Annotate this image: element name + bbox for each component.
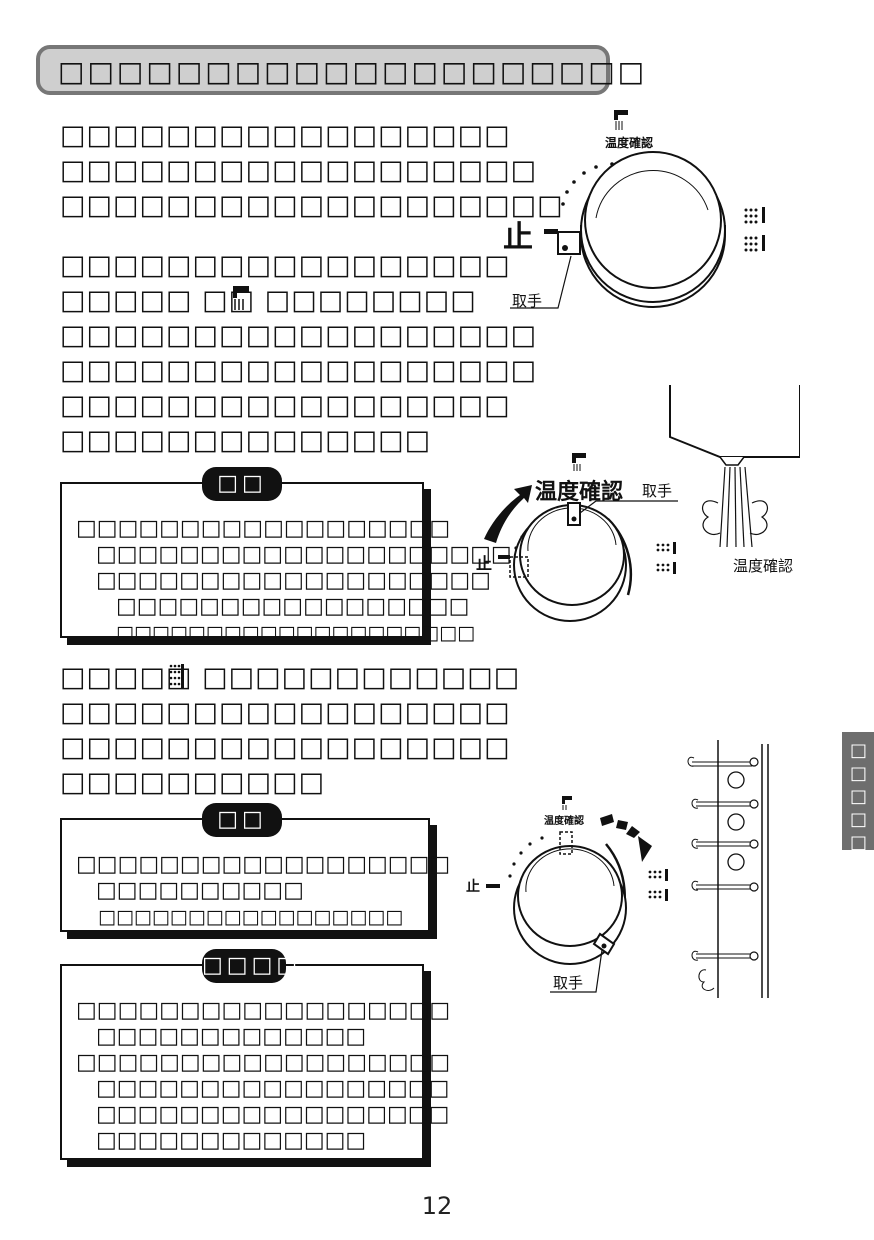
figure-3-dial-pipes xyxy=(486,740,769,998)
fig1-temp-check-label: 温度確認 xyxy=(605,136,654,150)
note-body: □□□□□□□□□□□□□□□□□□ □□□□□□□□□□□□□ □□□□□□□… xyxy=(76,998,450,1154)
paragraph-line: □□□□□ □□ □□□□□□□□ xyxy=(60,285,477,316)
note-line: □□□□□□□□□□□□□□□□□ xyxy=(98,906,404,928)
paragraph-line: □□□□□ □□□□□□□□□□□□ xyxy=(60,662,521,693)
note-line: □□□□□□□□□□□□□□□□□□□□ xyxy=(96,542,512,567)
note-line: □□□□□□□□□□□□□□□□□ xyxy=(116,594,470,619)
note-body: □□□□□□□□□□□□□□□□□□ □□□□□□□□□□ □□□□□□□□□□… xyxy=(76,852,450,930)
section-title: □□□□□□□□□□□□□□□□□□□□ xyxy=(58,55,648,88)
spray-icon xyxy=(648,869,668,901)
note-label: □□ xyxy=(202,803,282,837)
note-line: □□□□□□□□□□□□□□□□□□ xyxy=(76,852,451,877)
note-line: □□□□□□□□□□□□□□□□□□□□ xyxy=(116,622,476,644)
shower-icon xyxy=(614,110,628,130)
paragraph-line: □□□□□□□□□□□□□□□□□□ xyxy=(60,355,538,386)
paragraph-line: □□□□□□□□□□ xyxy=(60,767,326,798)
note-line: □□□□□□□□□□□□□□□□□□ xyxy=(76,516,451,541)
paragraph-line: □□□□□□□□□□□□□□ xyxy=(60,425,432,456)
shower-icon xyxy=(233,286,249,310)
paragraph-line: □□□□□□□□□□□□□□□□□ xyxy=(60,120,511,151)
spray-icon xyxy=(656,542,676,574)
fig1-handle-label: 取手 xyxy=(512,292,543,310)
note-label: □□□□ xyxy=(202,949,297,983)
side-tab-label: □□□□□□ xyxy=(848,740,869,878)
fig2-handle-label: 取手 xyxy=(642,482,673,500)
note-line: □□□□□□□□□□□□□□□□□□ xyxy=(76,998,451,1023)
paragraph-line: □□□□□□□□□□□□□□□□□□ xyxy=(60,155,538,186)
paragraph-line: □□□□□□□□□□□□□□□□□ xyxy=(60,697,511,728)
note-box-2: □□ □□□□□□□□□□□□□□□□□□ □□□□□□□□□□ □□□□□□□… xyxy=(60,803,450,932)
note-line: □□□□□□□□□□□□□□□□□ xyxy=(96,1076,450,1101)
shower-icon xyxy=(562,796,572,810)
note-body: □□□□□□□□□□□□□□□□□□ □□□□□□□□□□□□□□□□□□□□ … xyxy=(76,516,512,646)
fig2-caption: 温度確認 xyxy=(733,557,794,575)
paragraph-line: □□□□□□□□□□□□□□□□□ xyxy=(60,732,511,763)
note-box-1: □□ □□□□□□□□□□□□□□□□□□ □□□□□□□□□□□□□□□□□□… xyxy=(60,467,512,644)
note-line: □□□□□□□□□□□□□□□□□□□ xyxy=(96,568,491,593)
paragraph-line: □□□□□□□□□□□□□□□□□ xyxy=(60,390,511,421)
paragraph-2: □□□□□□□□□□□□□□□□□ □□□□□ □□ □□□□□□□□ □□□□… xyxy=(60,248,537,458)
paragraph-line: □□□□□□□□□□□□□□□□□ xyxy=(60,250,511,281)
fig3-stop-label: 止 xyxy=(466,879,480,895)
fig3-handle-label: 取手 xyxy=(553,974,584,992)
fig2-temp-check-label: 温度確認 xyxy=(535,480,624,505)
figure-2-dial-heater xyxy=(484,385,800,622)
spray-icon xyxy=(744,207,765,252)
note-box-3: □□□□ □□□□□□□□□□□□□□□□□□ □□□□□□□□□□□□□ □□… xyxy=(60,949,450,1160)
paragraph-1: □□□□□□□□□□□□□□□□□ □□□□□□□□□□□□□□□□□□ □□□… xyxy=(60,118,564,223)
section-title-banner: □□□□□□□□□□□□□□□□□□□□ xyxy=(36,45,644,95)
fig3-temp-check-label: 温度確認 xyxy=(544,816,584,827)
fig1-stop-label: 止 xyxy=(503,220,533,255)
dotted-shower-icon xyxy=(169,664,184,688)
page-number: 12 xyxy=(421,1192,453,1220)
note-line: □□□□□□□□□□□□□ xyxy=(96,1128,367,1153)
note-label: □□ xyxy=(202,467,282,501)
figure-1-dial xyxy=(510,110,765,309)
fig2-stop-label: 止 xyxy=(476,554,493,573)
note-line: □□□□□□□□□□□□□□□□□□ xyxy=(76,1050,451,1075)
note-line: □□□□□□□□□□□□□ xyxy=(96,1024,367,1049)
shower-icon xyxy=(572,453,586,471)
paragraph-line: □□□□□□□□□□□□□□□□□□ xyxy=(60,320,538,351)
paragraph-line: □□□□□□□□□□□□□□□□□□□ xyxy=(60,190,564,221)
chapter-side-tab: □□□□□□ xyxy=(842,732,874,878)
note-line: □□□□□□□□□□□□□□□□□ xyxy=(96,1102,450,1127)
note-line: □□□□□□□□□□ xyxy=(96,878,304,903)
paragraph-3: □□□□□ □□□□□□□□□□□□ □□□□□□□□□□□□□□□□□ □□□… xyxy=(60,660,520,800)
